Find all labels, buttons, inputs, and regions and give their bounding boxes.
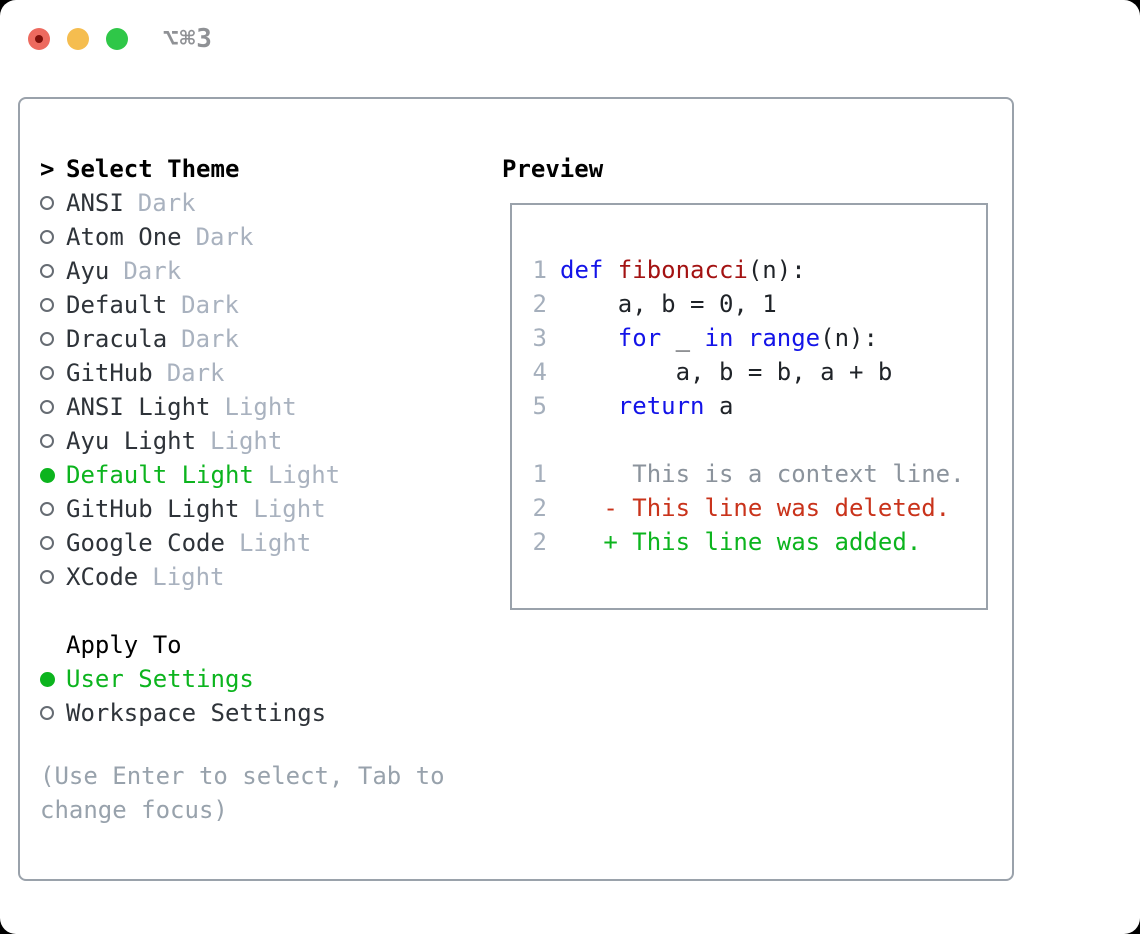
radio-icon [40, 230, 66, 244]
close-button-icon[interactable] [28, 28, 50, 50]
titlebar: ⌥⌘3 [28, 24, 213, 54]
theme-variant-tag: Dark [137, 189, 196, 217]
theme-option-default[interactable]: Default Dark [40, 288, 340, 322]
radio-icon [40, 264, 66, 278]
theme-list-header: > Select Theme [40, 152, 340, 186]
theme-name: GitHub [66, 359, 153, 387]
code-line: 2 - This line was deleted. [532, 491, 986, 525]
theme-variant-tag: Dark [195, 223, 254, 251]
zoom-button-icon[interactable] [106, 28, 128, 50]
code-line: 1 def fibonacci(n): [532, 253, 986, 287]
theme-option-github[interactable]: GitHub Dark [40, 356, 340, 390]
apply-option-user-settings[interactable]: User Settings [40, 662, 340, 696]
radio-icon [40, 196, 66, 210]
theme-variant-tag: Dark [181, 291, 239, 319]
radio-icon [40, 706, 66, 720]
line-number: 5 [532, 392, 547, 420]
theme-option-google-code[interactable]: Google Code Light [40, 526, 340, 560]
theme-name: ANSI [66, 189, 124, 217]
theme-name: Default Light [66, 461, 254, 489]
line-number: 3 [532, 324, 547, 352]
theme-option-default-light[interactable]: Default Light Light [40, 458, 340, 492]
code-content: def fibonacci(n): [560, 256, 806, 284]
theme-variant-tag: Dark [166, 359, 225, 387]
theme-option-github-light[interactable]: GitHub Light Light [40, 492, 340, 526]
spacer [40, 594, 340, 628]
line-number: 2 [532, 494, 547, 522]
theme-variant-tag: Light [238, 529, 312, 557]
code-content: for _ in range(n): [617, 324, 878, 352]
window-title: ⌥⌘3 [163, 24, 213, 54]
code-content: + This line was added. [560, 528, 922, 556]
code-line: 4 a, b = b, a + b [532, 355, 986, 389]
theme-name: Default [66, 291, 168, 319]
theme-variant-tag: Light [267, 461, 341, 489]
theme-variant-tag: Dark [181, 325, 239, 353]
theme-name: Ayu [66, 257, 110, 285]
code-content: return a [617, 392, 734, 420]
theme-option-xcode[interactable]: XCode Light [40, 560, 340, 594]
code-content: This is a context line. [560, 460, 965, 488]
code-line: 3 for _ in range(n): [532, 321, 986, 355]
line-number: 1 [532, 256, 547, 284]
prompt-icon: > [40, 155, 55, 183]
keyboard-hint: (Use Enter to select, Tab to change focu… [40, 762, 445, 824]
radio-icon [40, 366, 66, 380]
apply-option-label: Workspace Settings [66, 699, 327, 727]
theme-option-ansi[interactable]: ANSI Dark [40, 186, 340, 220]
apply-option-label: User Settings [66, 665, 254, 693]
theme-name: ANSI Light [66, 393, 211, 421]
radio-selected-icon [40, 671, 66, 687]
theme-variant-tag: Light [210, 427, 283, 455]
theme-option-dracula[interactable]: Dracula Dark [40, 322, 340, 356]
preview-title: Preview [502, 155, 604, 183]
theme-name: Atom One [66, 223, 182, 251]
code-content: a, b = 0, 1 [560, 290, 777, 318]
radio-icon [40, 400, 66, 414]
apply-option-workspace-settings[interactable]: Workspace Settings [40, 696, 340, 730]
theme-name: Google Code [66, 529, 225, 557]
code-content: - This line was deleted. [560, 494, 951, 522]
theme-variant-tag: Light [253, 495, 326, 523]
theme-variant-tag: Light [152, 563, 225, 591]
theme-variant-tag: Light [224, 393, 297, 421]
theme-name: Dracula [66, 325, 168, 353]
theme-name: GitHub Light [66, 495, 240, 523]
line-number: 2 [532, 290, 547, 318]
radio-icon [40, 570, 66, 584]
radio-icon [40, 332, 66, 346]
radio-icon [40, 434, 66, 448]
radio-icon [40, 298, 66, 312]
minimize-button-icon[interactable] [67, 28, 89, 50]
code-line: 5 return a [532, 389, 986, 423]
theme-name: Ayu Light [66, 427, 197, 455]
theme-option-ayu[interactable]: Ayu Dark [40, 254, 340, 288]
code-line: 1 This is a context line. [532, 457, 986, 491]
code-content: a, b = b, a + b [560, 358, 893, 386]
theme-option-ayu-light[interactable]: Ayu Light Light [40, 424, 340, 458]
radio-icon [40, 502, 66, 516]
apply-to-title: Apply To [66, 631, 182, 659]
radio-icon [40, 536, 66, 550]
theme-option-atom-one[interactable]: Atom One Dark [40, 220, 340, 254]
radio-selected-icon [40, 467, 66, 483]
theme-name: XCode [66, 563, 139, 591]
theme-list-title: Select Theme [66, 155, 240, 183]
code-line: 2 a, b = 0, 1 [532, 287, 986, 321]
theme-option-ansi-light[interactable]: ANSI Light Light [40, 390, 340, 424]
theme-variant-tag: Dark [123, 257, 182, 285]
line-number: 2 [532, 528, 547, 556]
line-number: 1 [532, 460, 547, 488]
line-number: 4 [532, 358, 547, 386]
apply-to-header-row: Apply To [40, 628, 340, 662]
code-line: 2 + This line was added. [532, 525, 986, 559]
code-line [532, 423, 986, 457]
